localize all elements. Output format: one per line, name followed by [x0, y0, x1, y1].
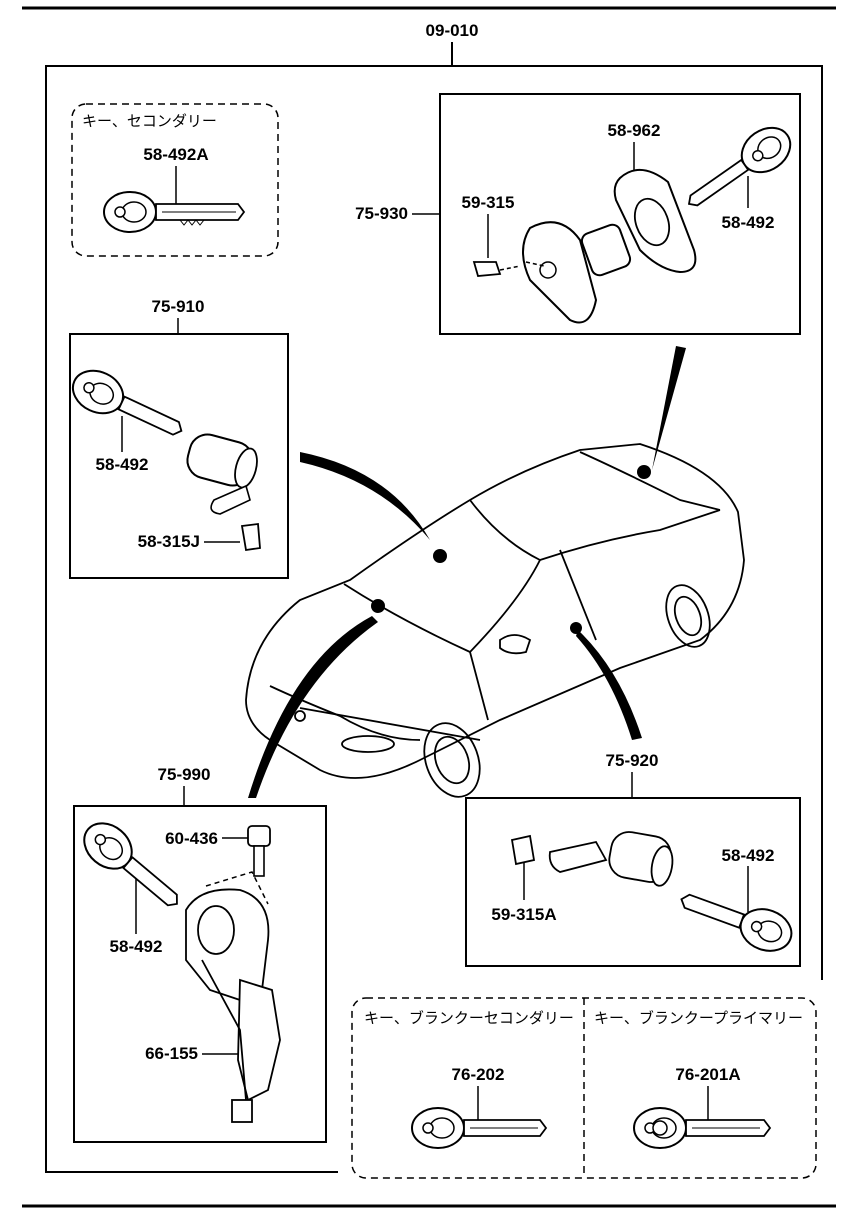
part-66-155: 66-155 [145, 1044, 198, 1063]
blank-key-icon [633, 1107, 772, 1149]
group-75-930-label: 75-930 [355, 204, 408, 223]
group-75-990-box [73, 805, 327, 1143]
bolt-icon [205, 825, 271, 905]
part-58-492A: 58-492A [143, 145, 208, 164]
group-75-910-box [69, 333, 289, 579]
part-58-962: 58-962 [608, 121, 661, 140]
part-59-315: 59-315 [462, 193, 515, 212]
key-secondary-title: キー、セコンダリー [82, 112, 217, 130]
lock-location-marker [433, 549, 447, 563]
part-58-492-d: 58-492 [722, 846, 775, 865]
main-label: 09-010 [426, 21, 479, 40]
lock-location-marker [570, 622, 582, 634]
part-58-492-a: 58-492 [722, 213, 775, 232]
lock-cylinder-icon [522, 221, 632, 324]
pointer-75-910 [300, 452, 430, 540]
group-75-920-label: 75-920 [606, 751, 659, 770]
group-75-990-label: 75-990 [158, 765, 211, 784]
key-icon [64, 361, 183, 436]
lock-cylinder-icon [186, 433, 258, 515]
key-icon [680, 893, 799, 959]
part-58-492-c: 58-492 [110, 937, 163, 956]
retainer-clip-icon [240, 522, 261, 552]
part-76-201A: 76-201A [675, 1065, 740, 1084]
blank-key-icon [411, 1107, 548, 1149]
part-60-436: 60-436 [165, 829, 218, 848]
pointer-75-990 [248, 616, 378, 798]
retainer-clip-icon [472, 261, 521, 277]
key-icon [687, 117, 800, 207]
lock-location-marker [371, 599, 385, 613]
key-icon [74, 812, 178, 907]
lock-cylinder-icon [548, 831, 674, 887]
part-76-202: 76-202 [452, 1065, 505, 1084]
blank-secondary-title: キー、ブランクーセコンダリー [364, 1009, 574, 1027]
pointer-75-920 [576, 630, 642, 740]
gasket-icon [613, 169, 697, 274]
ignition-switch-icon [185, 888, 281, 1123]
main-frame [45, 65, 823, 1173]
car-illustration [245, 443, 745, 798]
pointer-75-930 [652, 346, 686, 470]
group-75-920-box [465, 797, 801, 967]
group-75-910-label: 75-910 [152, 297, 205, 316]
retainer-clip-icon [510, 834, 536, 866]
key-icon [103, 191, 246, 233]
blank-primary-title: キー、ブランクープライマリー [594, 1009, 803, 1027]
lock-location-marker [637, 465, 651, 479]
part-59-315A: 59-315A [491, 905, 556, 924]
part-58-492-b: 58-492 [96, 455, 149, 474]
key-secondary-box [71, 103, 279, 257]
part-58-315J: 58-315J [138, 532, 200, 551]
